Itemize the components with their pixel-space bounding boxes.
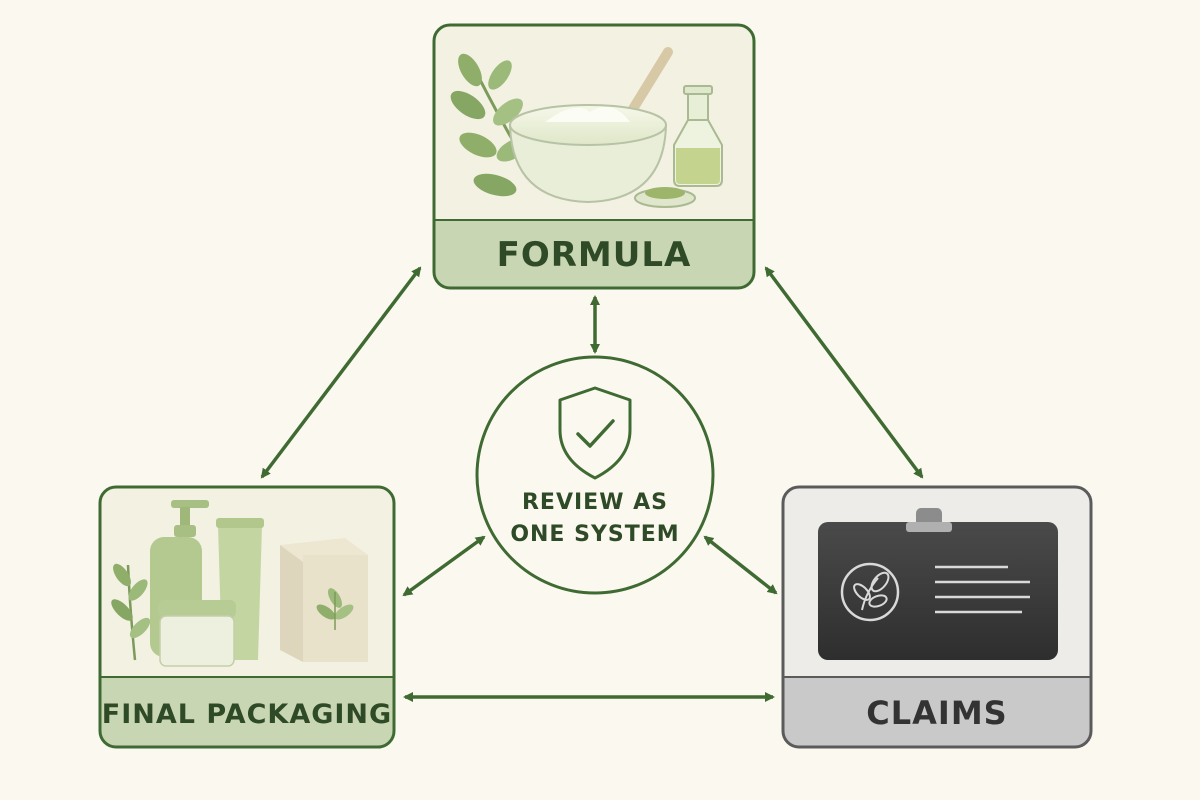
arrow-center-packaging [402,535,486,597]
claims-label: CLAIMS [866,694,1007,732]
cream-bowl-with-leaves-icon [450,47,723,208]
shield-check-icon [558,386,632,480]
final-packaging-card: FINAL PACKAGING [98,485,396,749]
packaging-label: FINAL PACKAGING [102,699,392,730]
review-center-node: REVIEW AS ONE SYSTEM [475,355,715,595]
arrow-center-claims [703,535,778,595]
arrow-formula-packaging [260,266,422,479]
connectors [260,266,924,702]
formula-label-band [434,220,754,288]
clipboard-label-icon [818,508,1058,660]
arrow-formula-claims [764,266,924,479]
formula-label: FORMULA [497,235,692,275]
formula-card: FORMULA [432,23,756,290]
claims-card: CLAIMS [781,485,1093,749]
claims-label-band [783,677,1091,747]
center-label-line2: ONE SYSTEM [510,522,679,547]
center-label-line1: REVIEW AS [522,490,668,515]
packaging-label-band [100,677,394,747]
cosmetic-packaging-icon [111,500,368,667]
